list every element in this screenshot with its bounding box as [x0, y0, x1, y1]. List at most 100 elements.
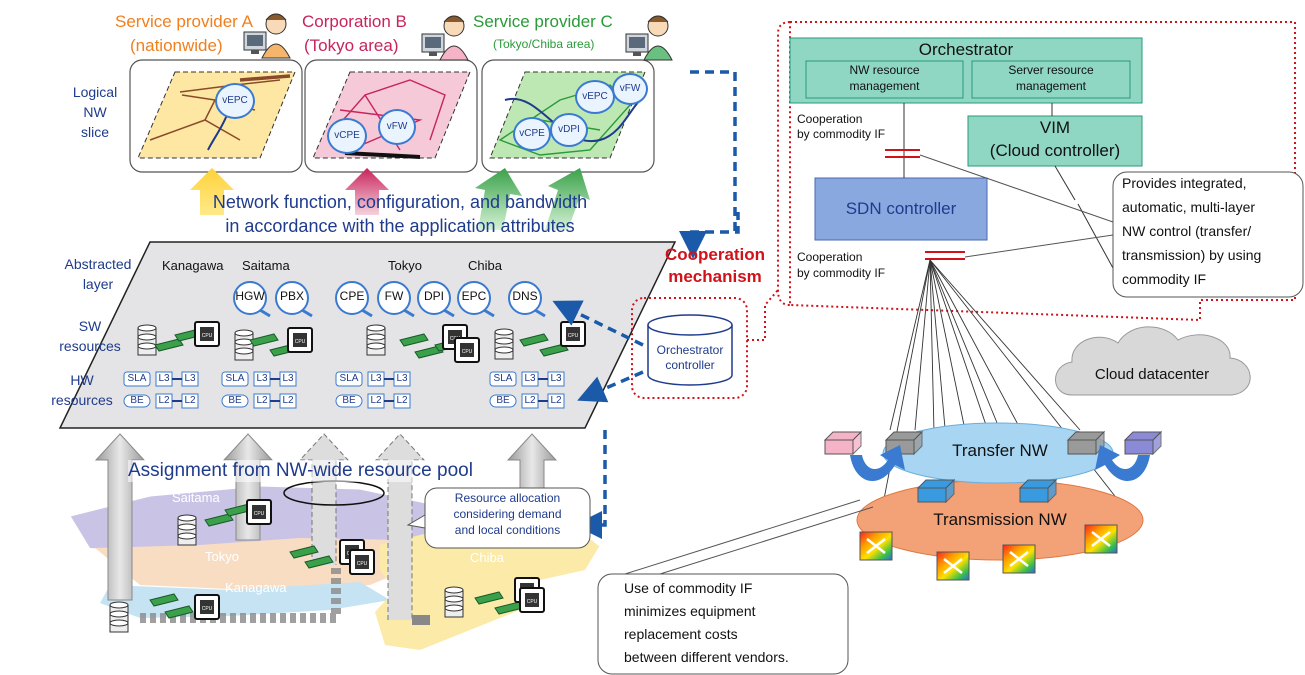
hw-be-3: BE [496, 395, 510, 406]
orch-ctrl-2: controller [665, 358, 715, 372]
integrated-note-3: NW control (transfer/ [1122, 223, 1252, 239]
banner-line-2: in accordance with the application attri… [225, 216, 575, 236]
switch-blue-right [1018, 478, 1058, 504]
hw-sla-0: SLA [127, 373, 147, 384]
map-label-kanagawa: Kanagawa [225, 580, 287, 595]
hw-l3-a-2: L3 [370, 373, 382, 384]
cpu-chip-label: CPU [568, 333, 579, 339]
pool-title: Assignment from NW-wide resource pool [128, 460, 473, 482]
layer-hw-2: resources [51, 392, 113, 408]
layer-hw-1: HW [70, 372, 94, 388]
allocation-note-3: and local conditions [454, 523, 561, 537]
provider-b-name: Corporation B [302, 12, 407, 31]
cpu-chip-label: CPU [202, 333, 213, 339]
coop-if-top-2: by commodity IF [797, 127, 886, 141]
transfer-nw-label: Transfer NW [952, 441, 1048, 460]
hw-be-1: BE [228, 395, 242, 406]
hw-group-0 [123, 371, 199, 409]
srv-mgmt-box [971, 60, 1131, 99]
slice-a-func-0: vEPC [215, 83, 255, 119]
hw-resources [123, 371, 565, 409]
function-bubble-epc [457, 281, 495, 318]
map-chiba [375, 520, 600, 650]
map-kanagawa [100, 582, 390, 618]
provider-c-area: (Tokyo/Chiba area) [493, 37, 595, 51]
function-bubble-hgw [233, 281, 271, 318]
cooperation-mechanism-2: mechanism [668, 267, 762, 286]
operators [243, 13, 673, 61]
function-bubble-fw [377, 281, 415, 318]
vim-1: VIM [1039, 118, 1071, 137]
region-kanagawa: Kanagawa [162, 258, 224, 273]
function-label-hgw: HGW [235, 289, 265, 303]
commodity-note-3: replacement costs [624, 626, 738, 642]
commodity-note-box [597, 573, 849, 675]
hw-l2-a-0: L2 [158, 395, 170, 406]
cpu-chip-label: CPU [357, 561, 368, 567]
nw-mgmt-2: management [849, 79, 920, 93]
hw-l3-b-0: L3 [184, 373, 196, 384]
integrated-note-2: automatic, multi-layer [1122, 199, 1256, 215]
coop-if-top-1: Cooperation [797, 112, 863, 126]
handover-arrows [850, 445, 1150, 482]
cooperation-arrows [552, 70, 740, 539]
function-label-fw: FW [384, 289, 404, 303]
optical-switch-3 [1084, 524, 1118, 554]
orch-ctrl-1: Orchestrator [656, 343, 724, 357]
vim-2: (Cloud controller) [989, 141, 1121, 160]
function-label-pbx: PBX [279, 289, 304, 303]
switch-pink [823, 430, 863, 456]
coop-if-bottom-1: Cooperation [797, 250, 863, 264]
optical-switch-2 [1002, 544, 1036, 574]
switch-purple [1123, 430, 1163, 456]
nw-mgmt-1: NW resource [849, 63, 920, 77]
cloud-label: Cloud datacenter [1094, 366, 1210, 383]
cooperation-mechanism-1: Cooperation [664, 245, 766, 264]
hw-group-1 [221, 371, 297, 409]
srv-mgmt-1: Server resource [1008, 63, 1094, 77]
vim-box [967, 115, 1143, 167]
hw-l2-a-3: L2 [524, 395, 536, 406]
hw-l3-a-1: L3 [256, 373, 268, 384]
provider-a-area: (nationwide) [130, 36, 223, 55]
integrated-note-1: Provides integrated, [1122, 175, 1247, 191]
cpu-chip-label: CPU [462, 349, 473, 355]
layer-abstracted-1: Abstracted [64, 256, 132, 272]
map-label-chiba: Chiba [470, 550, 504, 565]
orchestrator-title: Orchestrator [918, 40, 1014, 59]
transmission-nw-label: Transmission NW [933, 510, 1067, 529]
allocation-note-box [424, 487, 591, 549]
cpu-chip-label: CPU [254, 511, 265, 517]
hw-l3-a-0: L3 [158, 373, 170, 384]
region-tokyo: Tokyo [388, 258, 422, 273]
region-chiba: Chiba [468, 258, 502, 273]
hw-l3-b-1: L3 [282, 373, 294, 384]
operator-a [243, 13, 291, 59]
slice-label-3: slice [80, 124, 109, 140]
function-label-cpe: CPE [339, 289, 365, 303]
switch-blue-left [916, 478, 956, 504]
function-bubble-cpe [335, 281, 373, 318]
srv-mgmt-2: management [1015, 79, 1087, 93]
hw-sla-2: SLA [339, 373, 359, 384]
allocation-note-2: considering demand [453, 507, 562, 521]
function-bubble-pbx [275, 281, 313, 318]
layer-sw-2: resources [59, 338, 121, 354]
integrated-note-5: commodity IF [1122, 271, 1207, 287]
operator-c [625, 15, 673, 61]
hw-l3-a-3: L3 [524, 373, 536, 384]
allocation-note-1: Resource allocation [454, 491, 561, 505]
hw-group-3 [489, 371, 565, 409]
commodity-note-4: between different vendors. [624, 649, 789, 665]
operator-b [421, 15, 469, 61]
cooperation-frame [777, 21, 1296, 322]
slice-c-func-1: vFW [612, 73, 648, 105]
integrated-note-box [1112, 171, 1304, 298]
function-label-epc: EPC [461, 289, 487, 303]
slice-box-a [129, 59, 303, 173]
optical-switch-1 [936, 551, 970, 581]
cloud-shape [1055, 326, 1251, 396]
cpu-chip-label: CPU [202, 606, 213, 612]
